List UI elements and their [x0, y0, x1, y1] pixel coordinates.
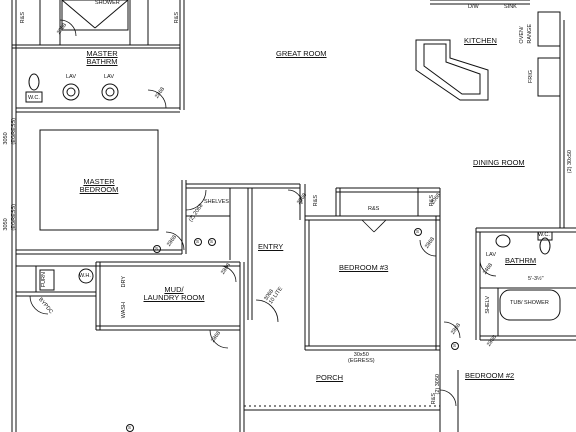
dim-3050-egress: 30x50 (EGRESS) — [348, 352, 375, 364]
fixture-sink: SINK — [504, 4, 517, 10]
marker-s-3: S — [210, 239, 214, 244]
room-master-bedroom: MASTER BEDROOM — [79, 177, 119, 194]
wall-bath — [439, 227, 576, 432]
dim-3050-mb-egress-a: 3050 (EGRESS) — [3, 118, 17, 145]
room-bathrm: BATHRM — [505, 256, 537, 265]
shower-label: SHOWER — [95, 0, 120, 6]
room-mud-laundry: MUD/ LAUNDRY ROOM — [143, 285, 205, 302]
door-swings — [29, 19, 497, 407]
fixture-rs-top: R&S — [20, 12, 26, 24]
room-entry: ENTRY — [258, 242, 284, 251]
marker-s-4: S — [416, 229, 420, 234]
fixture-tub-shower: TUB/ SHOWER — [510, 300, 549, 306]
fixture-lav-right: LAV — [104, 74, 114, 80]
fixtures — [25, 73, 561, 321]
fixture-wc-master: W.C. — [28, 95, 40, 101]
room-kitchen: KITCHEN — [464, 36, 497, 45]
dim-2-3050: (2) 30x50 — [567, 150, 573, 174]
fixture-dw: D/W — [468, 4, 479, 10]
fixture-shelv: SHELV — [485, 296, 491, 314]
room-dining-room: DINING ROOM — [473, 158, 525, 167]
wall-exterior-right — [559, 20, 565, 228]
fixture-rs-top2: R&S — [174, 12, 180, 24]
fixture-lav-bath: LAV — [486, 252, 496, 258]
room-porch: PORCH — [316, 373, 344, 382]
fixture-wash: WASH — [121, 302, 127, 319]
kitchen-counter — [415, 0, 561, 101]
marker-s-6: S — [128, 425, 132, 430]
fixture-rs-bed3-b: R&S — [313, 195, 319, 207]
room-bedroom-3: BEDROOM #3 — [339, 263, 389, 272]
porch-outline — [244, 405, 440, 411]
fixture-oven-range: OVEN/ RANGE — [519, 24, 533, 44]
room-master-bathrm: MASTER BATHRM — [86, 49, 118, 66]
fixture-dry: DRY — [121, 276, 127, 288]
marker-s-5: S — [453, 343, 457, 348]
shower-box — [61, 0, 129, 31]
marker-s-2: S — [196, 239, 200, 244]
wall-master-bath — [12, 0, 185, 113]
fixture-wc-bath: W.C. — [538, 232, 550, 238]
wall-laundry — [16, 261, 245, 432]
wall-exterior-left — [11, 0, 17, 432]
dim-2-3050-bed2: (2) 3050 — [435, 374, 441, 395]
wall-hall — [186, 183, 306, 320]
fixture-rs-bed2: R&S — [431, 393, 437, 405]
dim-3050-mb-egress-b: 3050 (EGRESS) — [3, 204, 17, 231]
fixture-lav-left: LAV — [66, 74, 76, 80]
wall-bedroom-3 — [304, 187, 441, 351]
marker-s-1: S — [155, 246, 159, 251]
room-great-room: GREAT ROOM — [276, 49, 327, 58]
wall-master-bedroom — [16, 129, 187, 255]
fixture-wh: W.H. — [79, 273, 91, 279]
fixture-shelves: SHELVES — [204, 199, 229, 205]
room-bedroom-2: BEDROOM #2 — [465, 371, 515, 380]
fixture-furn: FURN — [41, 272, 47, 288]
fixture-frig: FRIG — [528, 70, 534, 84]
dim-5-3-2: 5'-3½" — [528, 276, 544, 282]
fixture-rs-bed3-a: R&S — [368, 206, 380, 212]
